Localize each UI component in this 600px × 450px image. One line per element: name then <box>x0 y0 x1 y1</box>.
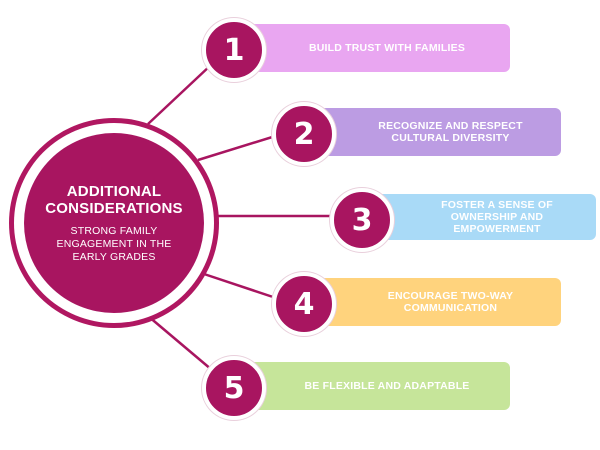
item-1-label-box: BUILD TRUST WITH FAMILIES <box>240 24 510 72</box>
item-1-label: BUILD TRUST WITH FAMILIES <box>308 42 466 54</box>
item-4-label: ENCOURAGE TWO-WAY COMMUNICATION <box>387 290 514 314</box>
item-5-number-circle: 5 <box>202 356 266 420</box>
hub-circle: ADDITIONAL CONSIDERATIONS STRONG FAMILY … <box>24 133 204 313</box>
item-3-label: FOSTER A SENSE OF OWNERSHIP AND EMPOWERM… <box>441 199 553 235</box>
item-4-label-box: ENCOURAGE TWO-WAY COMMUNICATION <box>312 278 561 326</box>
item-3-label-box: FOSTER A SENSE OF OWNERSHIP AND EMPOWERM… <box>370 194 596 240</box>
hub-title: ADDITIONAL CONSIDERATIONS <box>45 182 183 217</box>
connector-line-2 <box>197 132 283 162</box>
connector-line-1 <box>147 63 213 125</box>
item-2-number: 2 <box>293 116 315 152</box>
item-2-label-box: RECOGNIZE AND RESPECT CULTURAL DIVERSITY <box>312 108 561 156</box>
item-3-number-circle: 3 <box>330 188 394 252</box>
item-4-number-circle: 4 <box>272 272 336 336</box>
connector-line-4 <box>197 270 283 302</box>
item-2-number-circle: 2 <box>272 102 336 166</box>
hub-subtitle: STRONG FAMILY ENGAGEMENT IN THE EARLY GR… <box>56 224 172 263</box>
item-5-label: BE FLEXIBLE AND ADAPTABLE <box>304 380 470 392</box>
item-3-number: 3 <box>351 202 373 238</box>
item-2-label: RECOGNIZE AND RESPECT CULTURAL DIVERSITY <box>378 120 523 144</box>
item-4-number: 4 <box>293 286 315 322</box>
connector-line-5 <box>147 315 213 371</box>
item-5-label-box: BE FLEXIBLE AND ADAPTABLE <box>240 362 510 410</box>
item-1-number-circle: 1 <box>202 18 266 82</box>
item-1-number: 1 <box>223 32 245 68</box>
item-5-number: 5 <box>223 370 245 406</box>
